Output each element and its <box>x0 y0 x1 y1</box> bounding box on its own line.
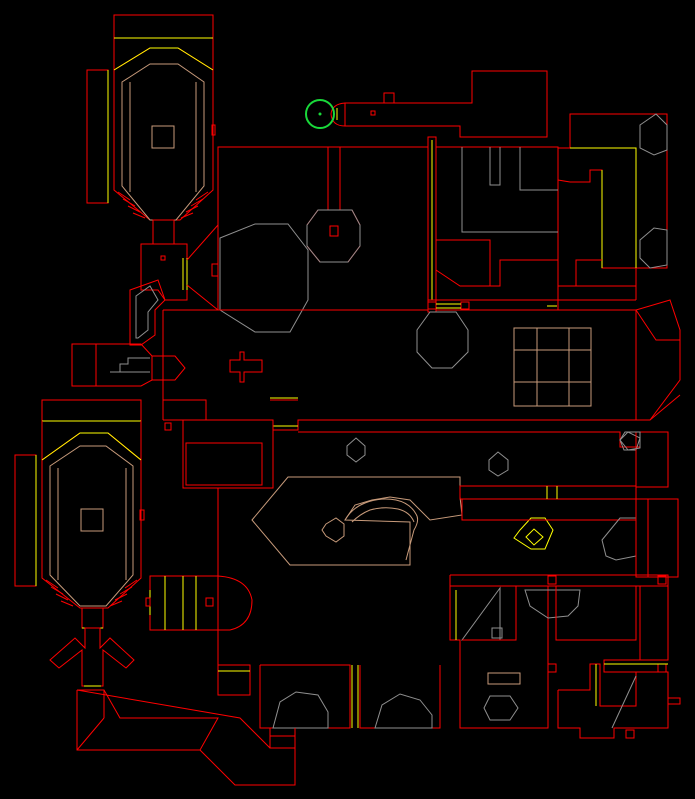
central-hall <box>162 146 641 665</box>
northeast-complex <box>305 70 668 369</box>
southwest-hall <box>76 689 296 786</box>
player-position-marker <box>305 99 335 129</box>
player-dot <box>318 112 322 116</box>
southwest-tower <box>14 399 145 687</box>
east-chamber <box>436 299 681 421</box>
south-chambers <box>145 575 441 749</box>
east-column <box>619 431 679 578</box>
northwest-tower <box>86 14 216 245</box>
west-corridor <box>71 224 219 387</box>
southeast-rooms <box>449 574 681 739</box>
